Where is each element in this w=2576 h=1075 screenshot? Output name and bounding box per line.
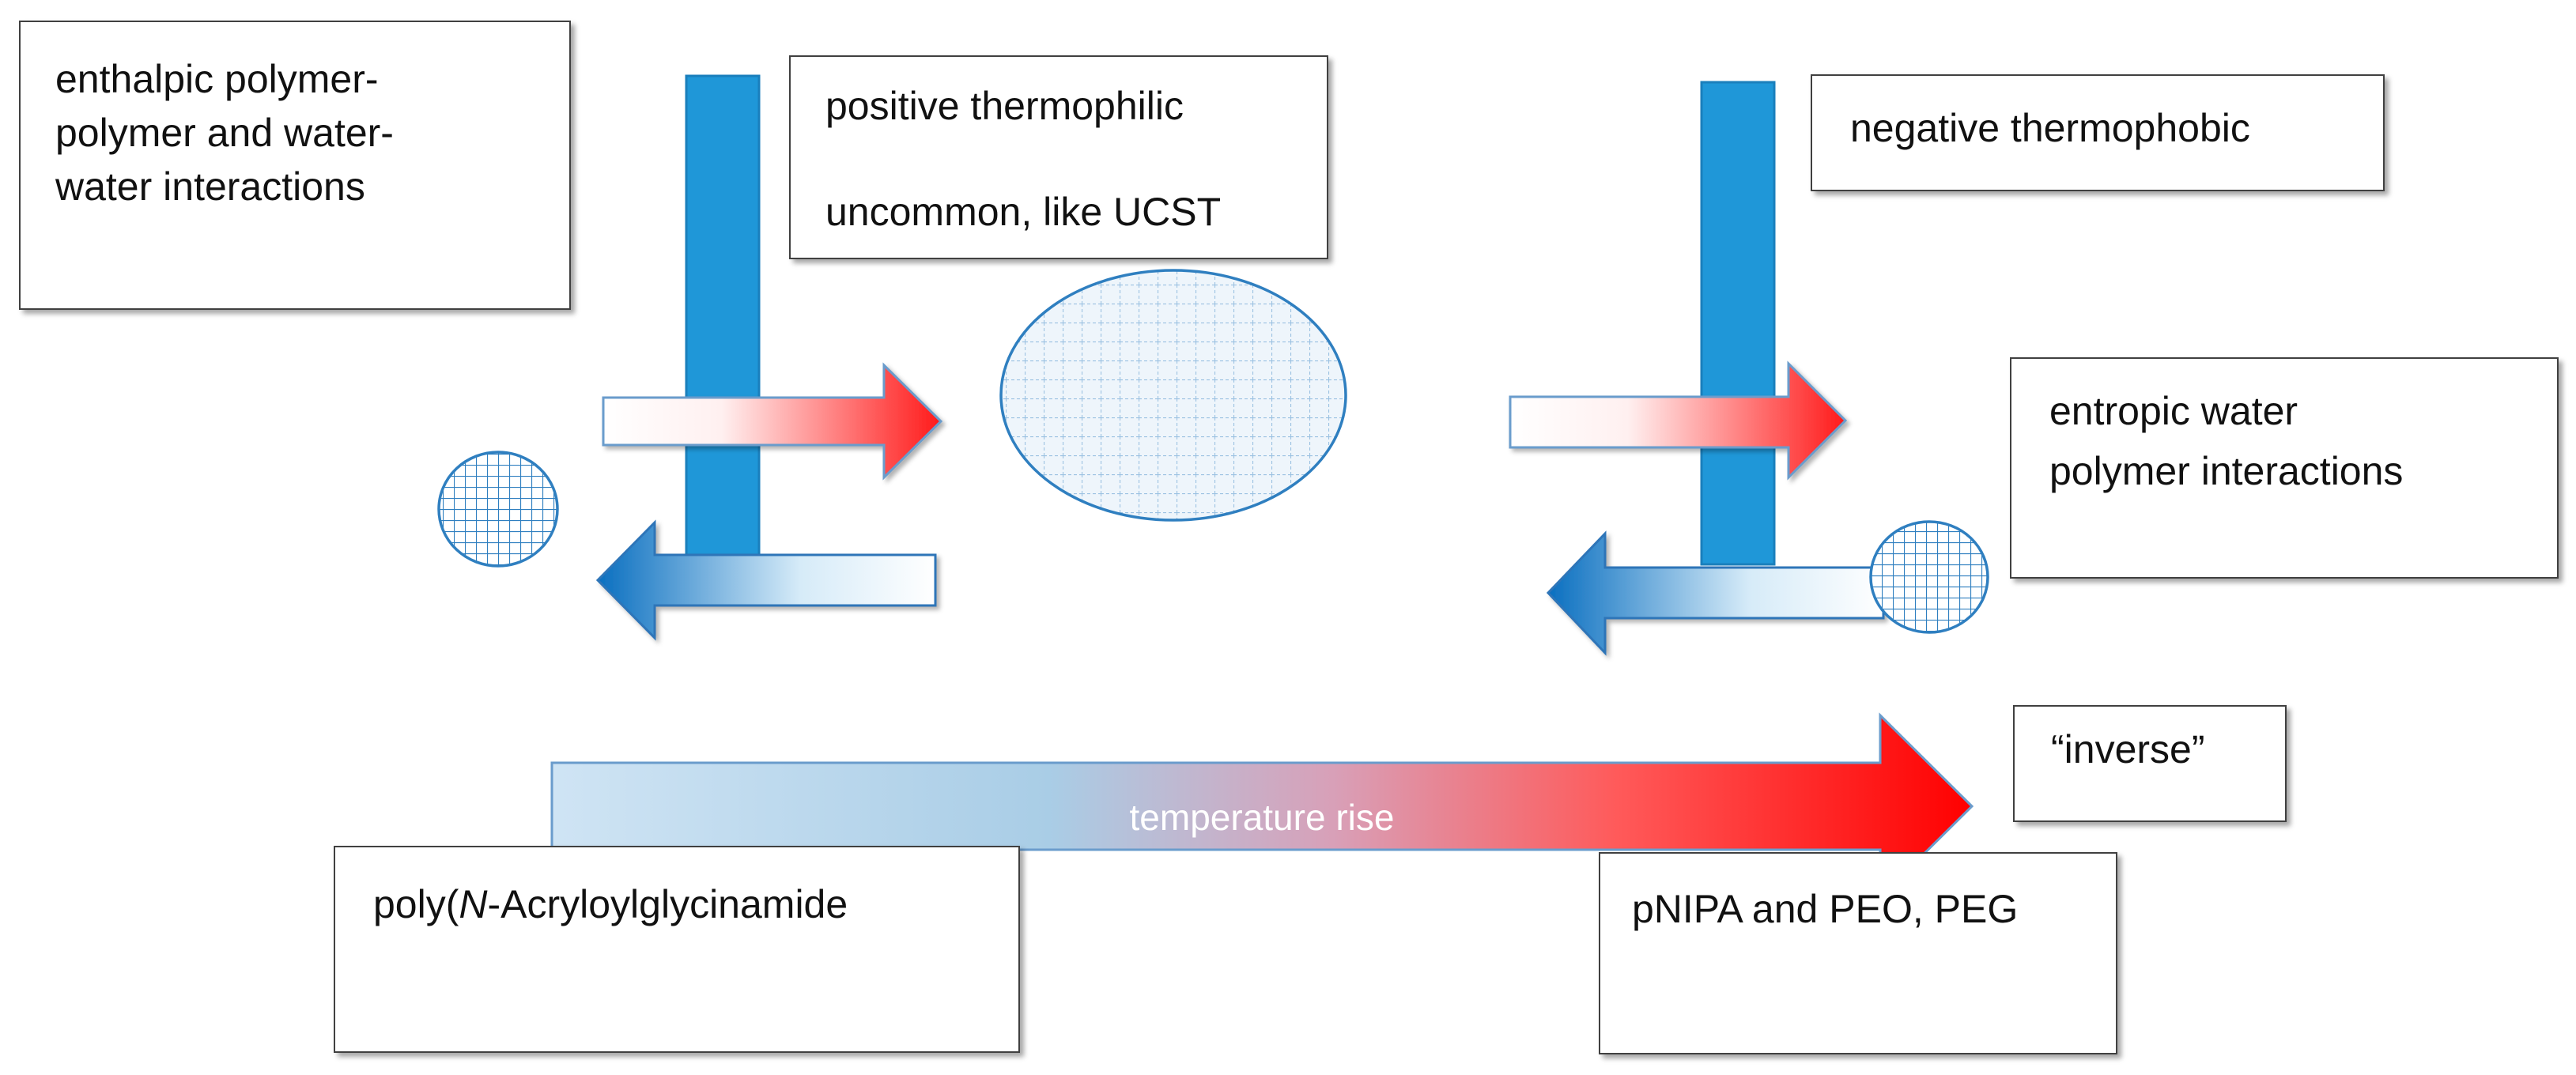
entropic-line-2: polymer interactions: [2049, 449, 2404, 493]
inverse-box: “inverse”: [2013, 705, 2287, 822]
pnipa-label: pNIPA and PEO, PEG: [1632, 887, 2019, 931]
enthalpic-line-1: enthalpic polymer-: [55, 57, 379, 101]
negative-thermophobic-box: negative thermophobic: [1811, 74, 2385, 191]
temperature-rise-label: temperature rise: [1130, 797, 1395, 838]
poly-italic: N: [459, 882, 488, 926]
right-red-right-arrow: [1509, 360, 1848, 481]
left-red-right-arrow: [602, 362, 943, 481]
entropic-line-1: entropic water: [2049, 389, 2298, 433]
poly-box: poly(N-Acryloylglycinamide: [334, 846, 1020, 1053]
poly-label: poly(N-Acryloylglycinamide: [373, 881, 848, 928]
negative-line-1: negative thermophobic: [1850, 106, 2250, 150]
right-vertical-bar: [1700, 81, 1776, 566]
large-expanded-coil: [999, 269, 1347, 522]
poly-suffix: -Acryloylglycinamide: [487, 882, 848, 926]
left-blue-left-arrow: [595, 519, 937, 641]
positive-line-1: positive thermophilic: [825, 84, 1184, 128]
left-vertical-bar: [685, 74, 761, 560]
positive-line-2: uncommon, like UCST: [825, 190, 1222, 234]
inverse-label: “inverse”: [2051, 727, 2205, 771]
enthalpic-line-3: water interactions: [55, 164, 365, 209]
pnipa-box: pNIPA and PEO, PEG: [1599, 852, 2117, 1054]
right-blue-left-arrow: [1546, 530, 1885, 656]
small-coil-right: [1869, 520, 1989, 634]
poly-prefix: poly(: [373, 882, 459, 926]
enthalpic-line-2: polymer and water-: [55, 111, 394, 155]
positive-thermophilic-box: positive thermophilic uncommon, like UCS…: [789, 55, 1328, 259]
enthalpic-box: enthalpic polymer- polymer and water- wa…: [19, 21, 571, 310]
small-coil-left: [437, 451, 559, 568]
entropic-box: entropic water polymer interactions: [2010, 357, 2559, 579]
